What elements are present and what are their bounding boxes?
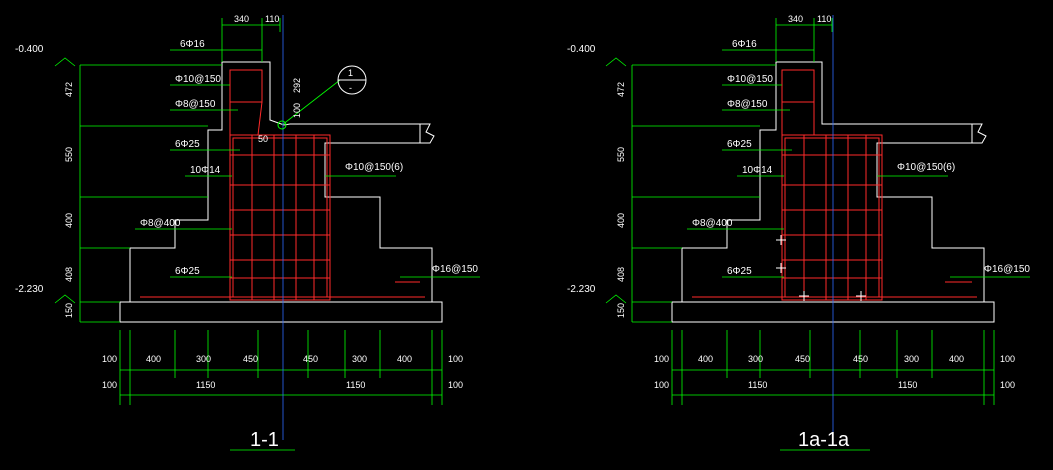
- section-2-label-side-bars: 10Φ14: [742, 165, 773, 176]
- section-2-rebar: [692, 69, 977, 301]
- section-2-vdim: 408: [616, 267, 626, 282]
- section-1-label-beam-bottom: 6Φ25: [175, 266, 200, 277]
- section-2-label-stirrup-outer: Φ10@150: [727, 74, 773, 85]
- section-1-vdim: 408: [64, 267, 74, 282]
- section-2-vdim: 400: [616, 213, 626, 228]
- section-1-bedding: [119, 301, 443, 323]
- section-1-column-bar-right: [257, 101, 263, 136]
- section-2-label-beam-stirrup: Φ10@150(6): [897, 162, 955, 173]
- section-1-bdim1: 300: [352, 354, 367, 364]
- section-2-label-stirrup-inner: Φ8@150: [727, 99, 768, 110]
- section-1-bdim1: 450: [243, 354, 258, 364]
- section-1-bdim1: 400: [146, 354, 161, 364]
- section-2-cross-mark: [856, 291, 866, 301]
- section-2-column-stirrup: [781, 69, 815, 103]
- section-1-label-side-bars: 10Φ14: [190, 165, 221, 176]
- section-1-rebar: [140, 69, 425, 301]
- section-1-bdim1: 400: [397, 354, 412, 364]
- section-2-bdim1: 300: [904, 354, 919, 364]
- section-2-title: 1a-1a: [798, 429, 850, 451]
- section-2-bdim2: 100: [654, 380, 669, 390]
- section-1-vdim: 150: [64, 303, 74, 318]
- section-2-beam-cage: [781, 134, 883, 301]
- section-2-bdim2: 1150: [748, 380, 767, 390]
- section-1-footing-outline: [129, 61, 433, 302]
- section-1-bdim1: 100: [448, 354, 463, 364]
- section-1-callout-sub: -: [349, 83, 352, 93]
- section-1-label-stirrup-inner: Φ8@150: [175, 99, 216, 110]
- section-1-outline: [119, 61, 443, 323]
- section-2-bdim2: 1150: [898, 380, 917, 390]
- section-2-vdim: 472: [616, 82, 626, 97]
- section-2-elev-top: -0.400: [567, 44, 596, 55]
- section-2-vdim: 550: [616, 147, 626, 162]
- section-2-label-col-main: 6Φ16: [732, 39, 757, 50]
- section-2-bdim1: 100: [654, 354, 669, 364]
- section-1-vdim: 400: [64, 213, 74, 228]
- section-1-extra-dim: 292: [292, 78, 302, 93]
- section-1-label-stirrup-outer: Φ10@150: [175, 74, 221, 85]
- section-2-bdim1: 300: [748, 354, 763, 364]
- section-2-crosses: [776, 235, 866, 301]
- section-2-elev-bottom-marker: [605, 294, 627, 304]
- section-1-vdim: 550: [64, 147, 74, 162]
- section-1-vdim: 472: [64, 82, 74, 97]
- section-1-bdim1: 300: [196, 354, 211, 364]
- section-2-cross-mark: [799, 291, 809, 301]
- section-1-bdim1: 450: [303, 354, 318, 364]
- section-1a-1a: -0.400 -2.230 472 550 400 408 150 340 11…: [567, 14, 1030, 451]
- section-1-elev-bottom-marker: [54, 294, 76, 304]
- section-2-elev-bottom: -2.230: [567, 284, 596, 295]
- section-1-bdim2: 1150: [346, 380, 365, 390]
- section-2-break-mark: [972, 123, 987, 144]
- section-2-label-beam-bottom: 6Φ25: [727, 266, 752, 277]
- section-1-extra-dim: 50: [258, 134, 268, 144]
- section-1-label-tie: Φ8@400: [140, 218, 181, 229]
- section-1-elev-bottom: -2.230: [15, 284, 44, 295]
- section-2-cross-mark: [776, 263, 786, 273]
- section-1-break-mark: [420, 123, 435, 144]
- section-1-label-col-main: 6Φ16: [180, 39, 205, 50]
- section-2-elev-top-marker: [605, 57, 627, 67]
- section-1-bdim2: 100: [448, 380, 463, 390]
- section-2-bdim1: 450: [853, 354, 868, 364]
- section-2-bdim1: 400: [949, 354, 964, 364]
- section-2-top-dim: 110: [817, 14, 831, 24]
- section-2-cross-mark: [776, 235, 786, 245]
- section-2-bdim1: 100: [1000, 354, 1015, 364]
- section-1-callout-num: 1: [348, 68, 353, 78]
- section-1-elev-top-marker: [54, 57, 76, 67]
- section-1-bdim2: 100: [102, 380, 117, 390]
- section-1-label-beam-top: 6Φ25: [175, 139, 200, 150]
- section-2-label-tie: Φ8@400: [692, 218, 733, 229]
- section-1-1: -0.400 -2.230 472 550 400 408 150 340 11…: [15, 14, 480, 451]
- section-1-bdim1: 100: [102, 354, 117, 364]
- section-1-callout-target: [277, 120, 287, 130]
- section-1-top-dim: 110: [265, 14, 279, 24]
- section-2-bdim1: 400: [698, 354, 713, 364]
- section-2-label-beam-top: 6Φ25: [727, 139, 752, 150]
- section-2-bdim2: 100: [1000, 380, 1015, 390]
- section-1-title: 1-1: [250, 429, 279, 451]
- section-2-vdim: 150: [616, 303, 626, 318]
- section-1-callout-leader: [281, 79, 341, 126]
- section-1-label-slab-bars: Φ16@150: [432, 264, 478, 275]
- section-2-footing-outline: [681, 61, 985, 302]
- section-1-bdim2: 1150: [196, 380, 215, 390]
- section-2-label-slab-bars: Φ16@150: [984, 264, 1030, 275]
- section-1-elev-top: -0.400: [15, 44, 44, 55]
- section-2-bdim1: 450: [795, 354, 810, 364]
- section-2-top-dim: 340: [788, 14, 803, 24]
- section-1-extra-dim: 100: [292, 103, 302, 118]
- section-1-column-stirrup: [229, 69, 263, 103]
- section-1-label-beam-stirrup: Φ10@150(6): [345, 162, 403, 173]
- section-1-leaders: [54, 18, 480, 451]
- section-1-beam-cage: [229, 134, 331, 301]
- section-2-leaders: [605, 18, 1030, 451]
- section-1-top-dim: 340: [234, 14, 249, 24]
